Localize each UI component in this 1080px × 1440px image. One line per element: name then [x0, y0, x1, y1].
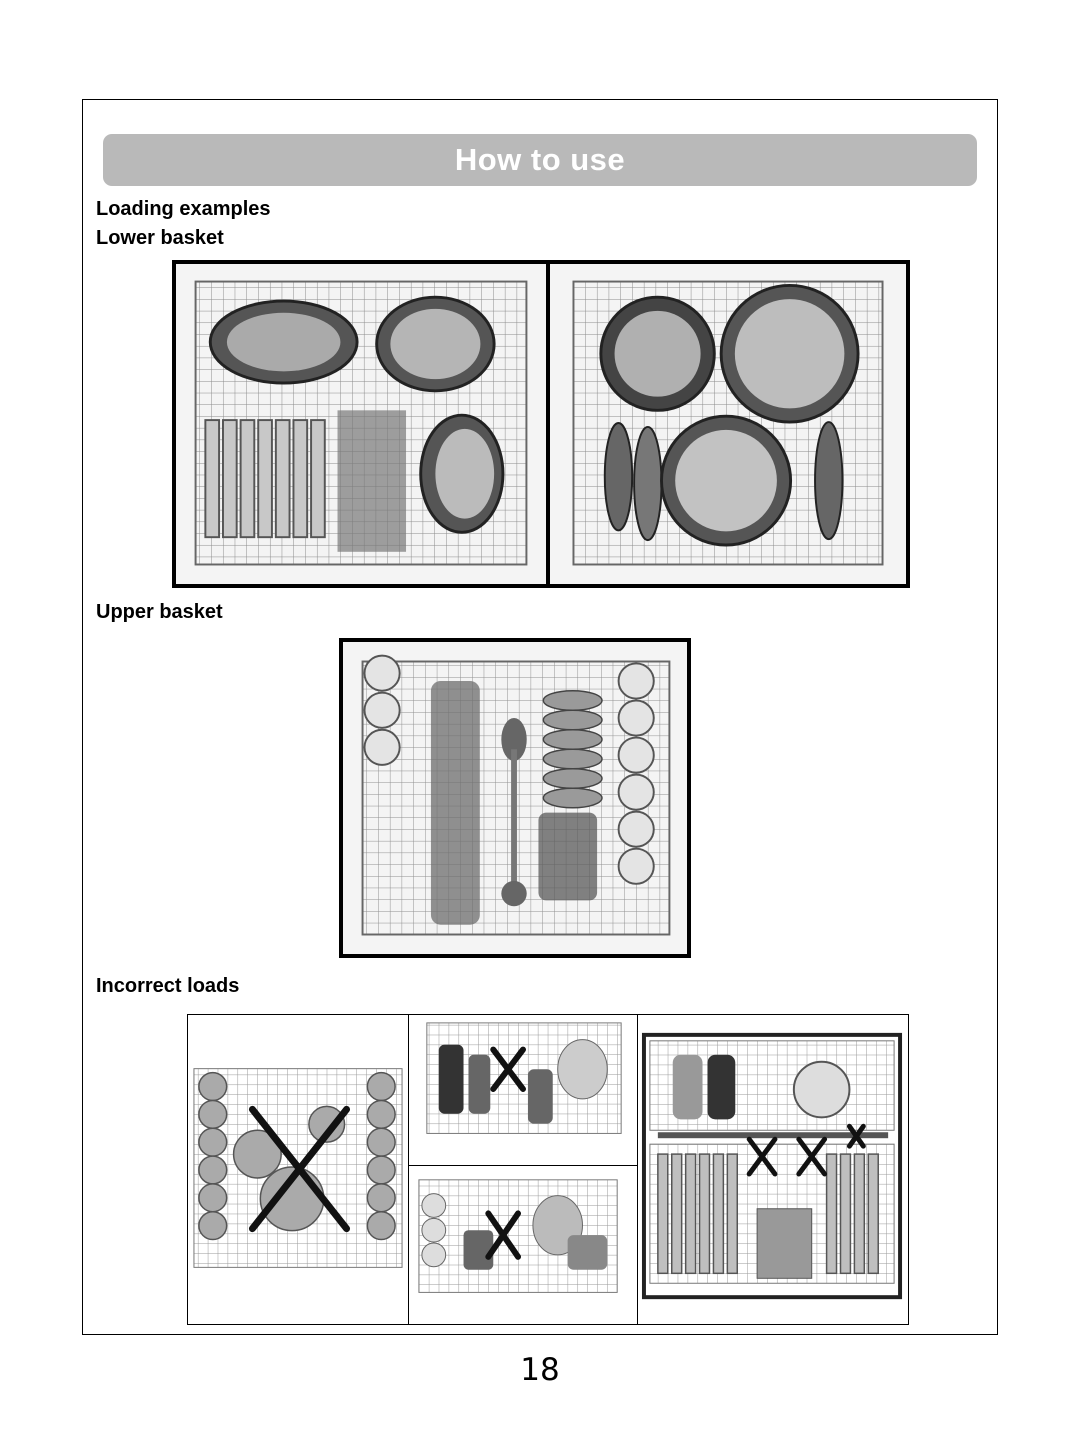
incorrect-x-mark-1: [248, 1105, 351, 1233]
upper-basket-image: [339, 638, 691, 958]
lower-basket-image-right: [546, 260, 910, 588]
incorrect-load-image-1: [187, 1014, 409, 1325]
loading-examples-heading: Loading examples: [96, 198, 271, 220]
incorrect-load-image-2: [408, 1014, 639, 1167]
incorrect-loads-heading: Incorrect loads: [96, 975, 240, 997]
page-number: 18: [520, 1352, 560, 1388]
incorrect-x-mark-3: [485, 1210, 522, 1260]
incorrect-x-mark-2: [490, 1046, 526, 1092]
section-banner: How to use: [103, 134, 977, 186]
banner-title: How to use: [454, 142, 626, 177]
page-border: [82, 99, 998, 1335]
incorrect-x-mark-4: [746, 1123, 866, 1177]
upper-basket-heading: Upper basket: [96, 601, 223, 623]
lower-basket-heading: Lower basket: [96, 227, 224, 249]
incorrect-load-image-4: [637, 1014, 909, 1325]
lower-basket-image-left: [172, 260, 550, 588]
incorrect-load-image-3: [408, 1165, 639, 1325]
